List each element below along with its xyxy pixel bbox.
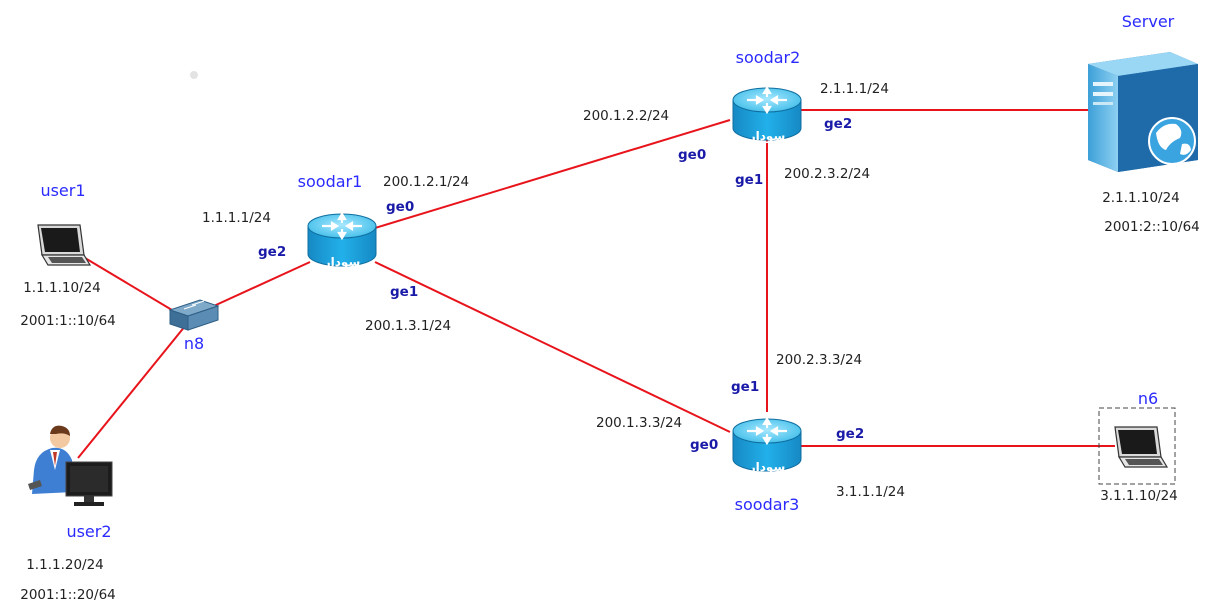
node-label-soodar3: soodar3 [735,495,800,514]
user-workstation-icon [28,425,113,506]
link-user1-n8[interactable] [84,257,183,317]
node-label-n6: n6 [1138,389,1158,408]
user1-node[interactable]: user1 1.1.1.10/24 2001:1::10/64 [20,181,116,329]
user2-ipv6: 2001:1::20/64 [20,587,116,603]
n6-ipv4: 3.1.1.10/24 [1100,488,1178,504]
addr-soodar2-ge2: 2.1.1.1/24 [820,81,889,97]
iface-soodar2-ge0: ge0 [678,147,706,163]
user2-ipv4: 1.1.1.20/24 [26,557,104,573]
interface-labels: ge0 ge1 ge2 ge0 ge1 ge2 ge0 ge1 ge2 [258,116,864,453]
server-ipv4: 2.1.1.10/24 [1102,190,1180,206]
router-logo: سودار [748,460,786,475]
iface-soodar1-ge0: ge0 [386,199,414,215]
node-label-user2: user2 [66,522,111,541]
artifact-dot [190,71,198,79]
node-label-user1: user1 [40,181,85,200]
addr-soodar3-ge2: 3.1.1.1/24 [836,484,905,500]
node-label-n8: n8 [184,334,204,353]
soodar3-node[interactable]: سودار soodar3 [731,417,803,514]
router-icon: سودار [306,212,378,270]
link-soodar1-soodar3[interactable] [374,261,731,433]
iface-soodar1-ge2: ge2 [258,244,286,260]
links [77,109,1115,459]
node-label-server: Server [1122,12,1175,31]
iface-soodar3-ge0: ge0 [690,437,718,453]
server-node[interactable]: Server 2.1.1.10/24 2001:2::10/64 [1088,12,1200,235]
link-n8-soodar1[interactable] [204,261,311,311]
iface-soodar3-ge2: ge2 [836,426,864,442]
n8-node[interactable]: n8 [168,299,220,353]
server-icon [1088,52,1198,172]
router-icon: سودار [731,86,803,144]
n6-node[interactable]: n6 3.1.1.10/24 [1098,389,1178,504]
addr-soodar1-ge1: 200.1.3.1/24 [365,318,451,334]
addr-soodar3-ge1: 200.2.3.3/24 [776,352,862,368]
iface-soodar1-ge1: ge1 [390,284,418,300]
router-logo: سودار [323,255,361,270]
iface-soodar3-ge1: ge1 [731,379,759,395]
router-icon: سودار [731,417,803,475]
link-soodar1-soodar2[interactable] [374,119,731,229]
soodar1-node[interactable]: سودار soodar1 [298,172,378,270]
soodar2-node[interactable]: سودار soodar2 [731,48,803,144]
router-logo: سودار [748,129,786,144]
addr-soodar3-ge0: 200.1.3.3/24 [596,415,682,431]
laptop-icon [37,224,91,266]
node-label-soodar2: soodar2 [736,48,801,67]
switch-icon [168,299,220,331]
addr-soodar2-ge1: 200.2.3.2/24 [784,166,870,182]
address-labels: 200.1.2.1/24 200.1.3.1/24 1.1.1.1/24 200… [202,81,905,500]
node-label-soodar1: soodar1 [298,172,363,191]
user1-ipv6: 2001:1::10/64 [20,313,116,329]
iface-soodar2-ge1: ge1 [735,172,763,188]
selection-box [1098,407,1176,485]
server-ipv6: 2001:2::10/64 [1104,219,1200,235]
user1-ipv4: 1.1.1.10/24 [23,280,101,296]
addr-soodar2-ge0: 200.1.2.2/24 [583,108,669,124]
addr-soodar1-ge2: 1.1.1.1/24 [202,210,271,226]
user2-node[interactable]: user2 1.1.1.20/24 2001:1::20/64 [20,425,116,603]
addr-soodar1-ge0: 200.1.2.1/24 [383,174,469,190]
iface-soodar2-ge2: ge2 [824,116,852,132]
laptop-icon [1114,426,1168,468]
link-user2-n8[interactable] [77,319,191,459]
